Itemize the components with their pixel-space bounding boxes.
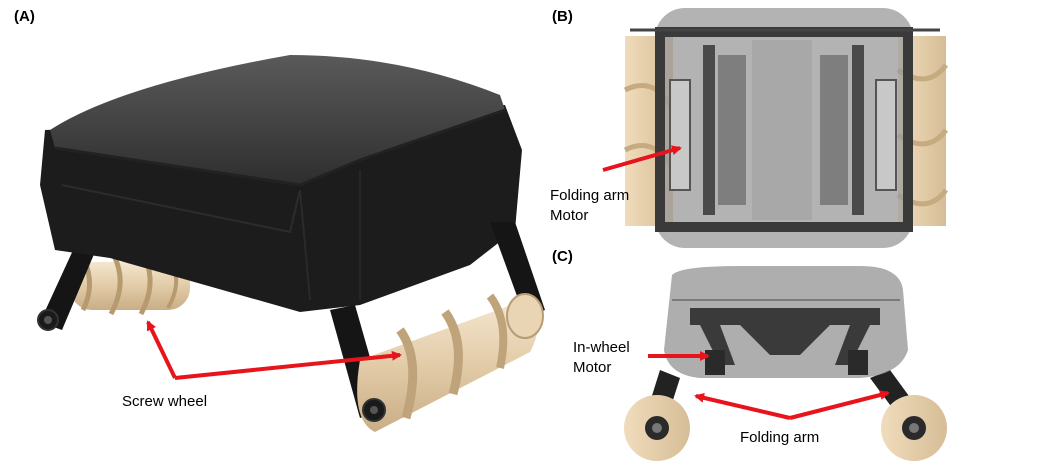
left-folding-arm [40, 235, 100, 330]
folding-arm-motor-label-line2: Motor [550, 207, 589, 224]
folding-arm-motor-label-line1: Folding arm [550, 187, 630, 204]
back-screw-wheel [70, 256, 190, 316]
panel-label-b: (B) [552, 8, 573, 25]
robot-front-view [624, 266, 947, 461]
folding-arm-label: Folding arm [740, 429, 820, 446]
panel-label-c: (C) [552, 248, 573, 265]
front-screw-wheel [357, 293, 544, 432]
folding-arm-arrows [694, 390, 890, 420]
robot-top-view [623, 8, 949, 248]
panel-label-a: (A) [14, 8, 35, 25]
in-wheel-motor-label-line2: Motor [573, 359, 612, 376]
robot-3d-view [37, 55, 545, 432]
screw-wheel-label: Screw wheel [122, 393, 208, 410]
robot-lid [50, 55, 505, 185]
in-wheel-motor-label-line1: In-wheel [573, 339, 630, 356]
folding-arm-motor-arrow [602, 145, 682, 172]
screw-wheel-arrows [146, 320, 402, 380]
